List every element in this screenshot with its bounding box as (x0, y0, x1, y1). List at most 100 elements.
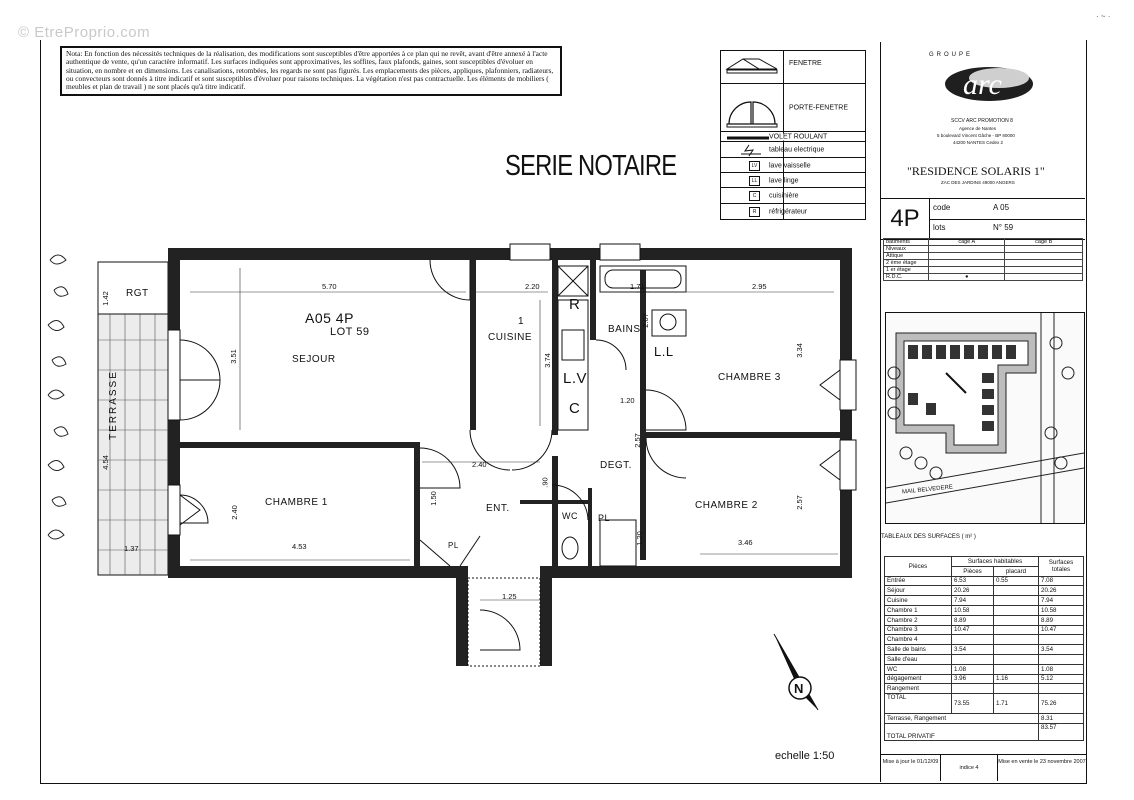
hedge-vegetation (47, 254, 69, 540)
dim-cuisine-width: 2.20 (525, 282, 540, 291)
room-cuisine: CUISINE (488, 332, 533, 343)
page-border-bottom (40, 783, 1086, 784)
document-title: SERIE NOTAIRE (505, 150, 677, 182)
type-label: 4P (881, 199, 930, 239)
legend-row-c: C cuisinière (721, 187, 865, 204)
surfaces-table-title: TABLEAUX DES SURFACES ( m² ) (881, 534, 976, 540)
page-border-left (40, 40, 41, 784)
table-row: 1 er étage (883, 266, 1083, 274)
agency-name: Agence de Nantes (959, 126, 997, 131)
legend-label: réfrigérateur (769, 208, 808, 216)
stove-symbol: C (569, 400, 581, 417)
svg-text:N: N (794, 681, 803, 696)
fridge-icon: R (749, 207, 760, 217)
residence-name: "RESIDENCE SOLARIS 1" (907, 164, 1045, 178)
title-block: GROUPE arc SCCV ARC PROMOTION 8 Agence d… (880, 42, 1087, 782)
lots-value: N° 59 (993, 223, 1014, 232)
dim-chambre3-depth: 3.34 (794, 343, 804, 358)
room-chambre-2: CHAMBRE 2 (695, 500, 758, 511)
table-row: Attique (883, 252, 1083, 260)
company-address: 5 boulevard Vincent Gâche - BP 80000 (937, 133, 1015, 138)
sale-date: Mise en vente le 23 novembre 2007 (998, 759, 1086, 765)
logo-text: arc (963, 68, 1002, 101)
north-arrow-icon: N (764, 630, 834, 720)
corner-mark: · ~ · (1096, 12, 1111, 21)
legend-row-tableau: tableau electrique (721, 141, 865, 158)
dim-chambre1-width: 4.53 (292, 542, 307, 551)
dim-bains-depth: 2.07 (640, 313, 650, 328)
floor-plan: A05 4P LOT 59 SEJOUR CUISINE 1 BAINS CHA… (40, 230, 870, 680)
lots-label: lots (933, 223, 946, 232)
room-chambre-3: CHAMBRE 3 (718, 372, 781, 383)
lot-title: A05 4P (305, 310, 354, 326)
lot-number: LOT 59 (330, 326, 370, 338)
table-row: Chambre 4 (884, 634, 1084, 646)
placard-entree: PL (448, 541, 459, 550)
disclaimer-note: Nota: En fonction des nécessités techniq… (60, 46, 562, 96)
brand-group: GROUPE (929, 52, 974, 58)
room-bains: BAINS (608, 324, 641, 335)
legend-row-lv: LV lave vaisselle (721, 157, 865, 173)
legend-label: tableau electrique (769, 146, 825, 154)
kitchen-marker: 1 (518, 316, 525, 327)
code-label: code (933, 203, 951, 212)
scale-label: echelle 1:50 (775, 750, 835, 762)
company-name: SCCV ARC PROMOTION 8 (951, 118, 1013, 124)
dim-terrasse-width: 1.37 (124, 544, 139, 553)
room-wc: WC (562, 511, 578, 521)
legend-label: VOLET ROULANT (769, 133, 828, 141)
dim-chambre2-width: 3.46 (738, 538, 753, 547)
dim-terrasse: 4.54 (100, 455, 110, 470)
room-degagement: DEGT. (600, 460, 632, 471)
update-date: Mise à jour le 01/12/09 (881, 755, 941, 781)
code-value: A 05 (993, 203, 1010, 212)
table-row: R.D.C.● (883, 273, 1083, 281)
floor-plan-walls (47, 243, 857, 667)
table-row: 2 ème étage (883, 259, 1083, 267)
table-row: Rangement (884, 683, 1084, 695)
table-header-row: Pièces Surfaces habitables Surfaces tota… (884, 556, 1084, 577)
dim-entree-depth: 1.50 (428, 491, 438, 506)
room-rangement: RGT (126, 288, 149, 299)
dim-chambre2-depth: 2.57 (794, 495, 804, 510)
legend-row-fenetre: FENETRE (721, 51, 865, 83)
electrical-panel-icon (721, 142, 784, 158)
dim-sejour-depth: 3.51 (228, 349, 238, 364)
dim-wc: .90 (540, 477, 550, 488)
dishwasher-icon: LV (749, 160, 760, 171)
symbol-legend: FENETRE PORTE-FENETRE VOLET ROULANT tabl… (720, 50, 866, 220)
revision-footer: Mise à jour le 01/12/09 indice 4 Mise en… (881, 754, 1087, 781)
table-row: Niveaux (883, 245, 1083, 253)
dim-bains-width: 1.71 (630, 282, 645, 291)
washing-machine-icon: LL (749, 175, 760, 186)
legend-label: lave vaisselle (769, 162, 811, 169)
room-chambre-1: CHAMBRE 1 (265, 497, 328, 508)
legend-label: FENETRE (789, 60, 822, 67)
dim-rgt: 1.42 (100, 291, 110, 306)
company-city: 44200 NANTES Cedex 2 (953, 140, 1004, 145)
table-row: Salle d'eau (884, 653, 1084, 665)
legend-row-volet: VOLET ROULANT (721, 131, 865, 142)
lot-id-block: 4P code A 05 lots N° 59 (881, 198, 1085, 240)
dim-pl: 1.20 (634, 531, 644, 546)
fridge-symbol: R (569, 296, 581, 313)
arc-logo: arc (943, 62, 1035, 102)
page-border-right (1086, 40, 1087, 784)
legend-row-porte-fenetre: PORTE-FENETRE (721, 83, 865, 132)
dim-cuisine-depth: 3.74 (542, 353, 552, 368)
legend-label: PORTE-FENETRE (789, 104, 848, 112)
dim-degt-2: 2.57 (632, 433, 642, 448)
room-entree: ENT. (486, 503, 510, 514)
french-window-icon (721, 84, 784, 132)
